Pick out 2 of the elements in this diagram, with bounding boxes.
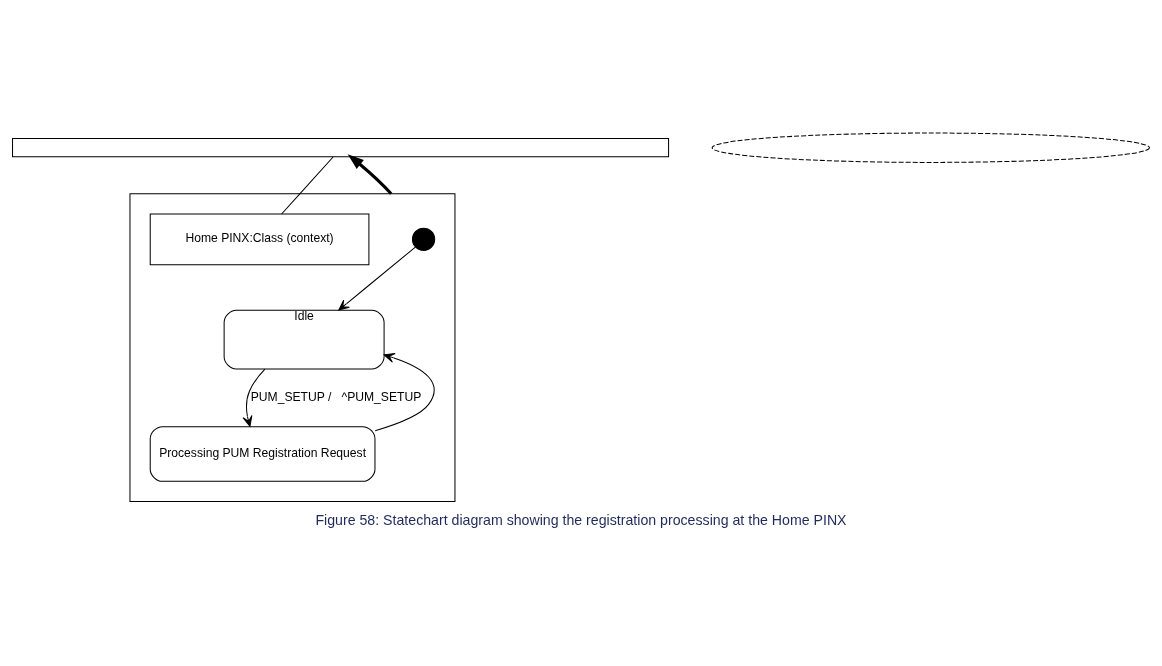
edge-label: PUM_SETUP / ^PUM_SETUP	[250, 389, 422, 404]
caption: Figure 58: Statechart diagram showing the registration processing at the Home PINX	[315, 512, 847, 529]
